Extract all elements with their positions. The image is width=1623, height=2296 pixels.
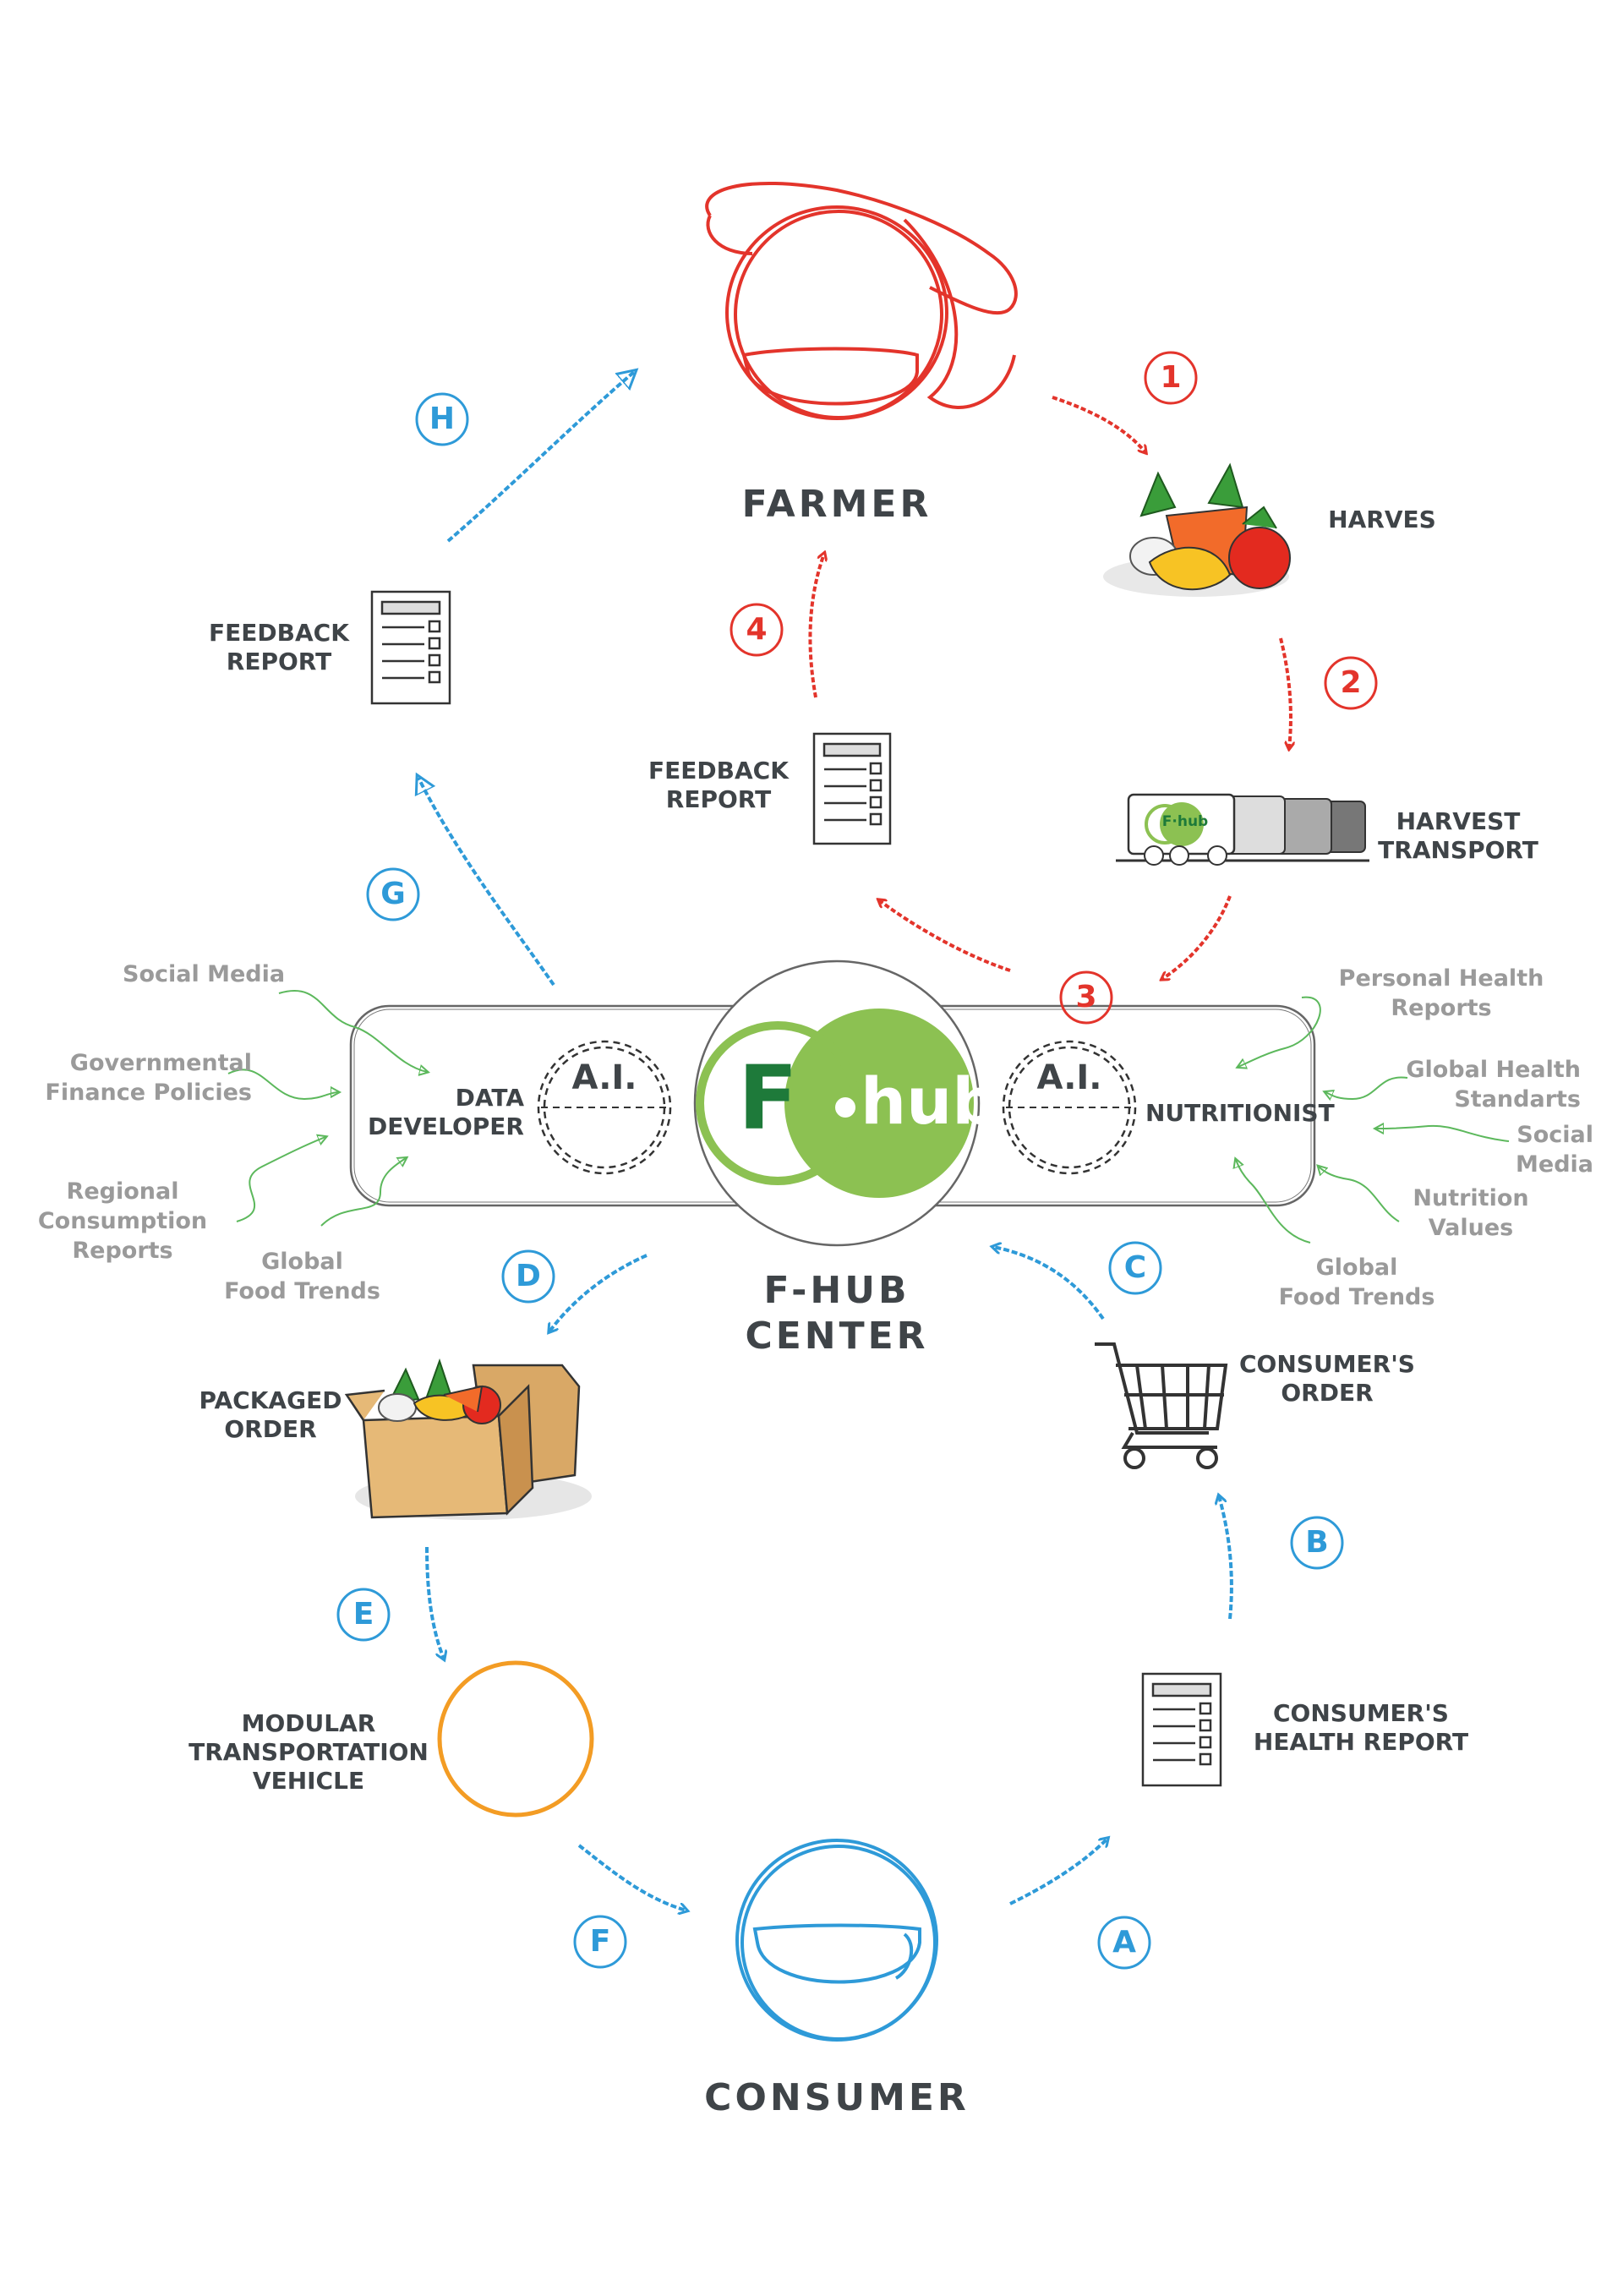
step-b-circle xyxy=(1290,1516,1344,1570)
step-3-label: 3 xyxy=(1075,980,1097,1014)
left-source-social-media: Social Media xyxy=(123,961,286,987)
harvest-truck-icon xyxy=(1116,793,1369,866)
shopping-cart-icon xyxy=(1095,1342,1228,1469)
step-g-circle xyxy=(366,867,420,921)
arrow-e xyxy=(425,1546,444,1659)
step-e-label: E xyxy=(352,1597,374,1632)
consumers-health-report-label: CONSUMER'S HEALTH REPORT xyxy=(1253,1699,1469,1757)
arrow-d xyxy=(549,1254,648,1331)
right-source-personal-health: Personal Health Reports xyxy=(1338,965,1544,1022)
health-report-icon xyxy=(1141,1672,1222,1787)
farmer-label: FARMER xyxy=(741,483,932,526)
step-c-label: C xyxy=(1123,1250,1147,1285)
step-d-circle xyxy=(501,1249,555,1304)
step-b-label: B xyxy=(1305,1525,1329,1560)
step-f-label: F xyxy=(589,1924,611,1959)
arrow-1 xyxy=(1052,396,1145,452)
blue-arrows xyxy=(418,372,1233,1911)
step-g-label: G xyxy=(380,877,406,911)
step-1-circle xyxy=(1144,351,1198,405)
step-4-circle xyxy=(730,603,784,657)
step-circles xyxy=(336,351,1378,1970)
right-source-social-media: Social Media xyxy=(1516,1122,1593,1178)
feedback-report-left-icon xyxy=(370,590,451,705)
step-f-circle xyxy=(573,1915,627,1969)
arrow-f xyxy=(577,1844,686,1911)
packaged-order-label: PACKAGED ORDER xyxy=(199,1386,342,1444)
feedback-report-center-icon xyxy=(812,732,892,845)
step-3-circle xyxy=(1059,970,1113,1025)
arrow-3-in xyxy=(1162,895,1232,979)
arrow-h xyxy=(446,372,634,543)
step-h-circle xyxy=(415,392,469,446)
step-d-label: D xyxy=(516,1259,541,1293)
hub-dot xyxy=(835,1097,855,1118)
step-2-circle xyxy=(1324,656,1378,710)
arrow-3-out xyxy=(879,900,1011,972)
arrow-b xyxy=(1219,1496,1233,1620)
packaged-order-icon xyxy=(344,1358,592,1520)
feedback-report-left-label: FEEDBACK REPORT xyxy=(209,619,349,676)
data-developer-label: DATA DEVELOPER xyxy=(367,1084,524,1141)
harvest-transport-label: HARVEST TRANSPORT xyxy=(1378,807,1538,865)
vehicle-ring xyxy=(437,1660,594,1818)
step-4-label: 4 xyxy=(746,612,768,647)
truck-logo-text: F·hub xyxy=(1161,813,1209,830)
arrow-c xyxy=(993,1247,1105,1320)
hub-logo-word: hub xyxy=(861,1063,998,1139)
right-source-global-food: Global Food Trends xyxy=(1278,1255,1435,1311)
step-2-label: 2 xyxy=(1340,665,1362,700)
feedback-report-center-label: FEEDBACK REPORT xyxy=(648,757,789,814)
left-source-global-food: Global Food Trends xyxy=(224,1249,380,1305)
consumer-icon xyxy=(735,1839,938,2042)
red-arrows xyxy=(808,396,1291,979)
hub-green-disc xyxy=(784,1009,974,1198)
farmer-icon xyxy=(705,181,1018,420)
step-1-label: 1 xyxy=(1160,360,1182,395)
left-source-finance: Governmental Finance Policies xyxy=(45,1050,252,1107)
ai-right-label: A.I. xyxy=(1036,1058,1102,1097)
arrow-g xyxy=(418,778,555,987)
step-a-circle xyxy=(1097,1916,1151,1970)
consumers-order-label: CONSUMER'S ORDER xyxy=(1239,1350,1415,1408)
ai-circle-right xyxy=(1002,1040,1137,1175)
harves-label: HARVES xyxy=(1328,506,1436,533)
fhub-center-label: F-HUB CENTER xyxy=(745,1269,929,1358)
left-source-regional: Regional Consumption Reports xyxy=(37,1178,208,1265)
ai-left-label: A.I. xyxy=(571,1058,637,1097)
harvest-vegetables-icon xyxy=(1103,462,1291,597)
step-h-label: H xyxy=(429,402,456,436)
green-source-arrows xyxy=(227,990,1510,1244)
hub-logo-letter: F xyxy=(738,1047,799,1150)
modular-vehicle-label: MODULAR TRANSPORTATION VEHICLE xyxy=(189,1709,429,1796)
ai-circle-left xyxy=(537,1040,672,1175)
nutritionist-label: NUTRITIONIST xyxy=(1145,1099,1335,1127)
arrow-4 xyxy=(808,554,824,698)
step-a-label: A xyxy=(1112,1925,1136,1960)
arrow-2 xyxy=(1279,637,1291,748)
right-source-nutrition: Nutrition Values xyxy=(1413,1185,1529,1242)
right-source-global-health: Global Health Standarts xyxy=(1406,1057,1581,1113)
step-e-circle xyxy=(336,1588,391,1642)
hub-green-ring xyxy=(696,1021,860,1185)
step-c-circle xyxy=(1108,1241,1162,1295)
consumer-label: CONSUMER xyxy=(704,2076,970,2119)
arrow-a xyxy=(1009,1839,1107,1905)
